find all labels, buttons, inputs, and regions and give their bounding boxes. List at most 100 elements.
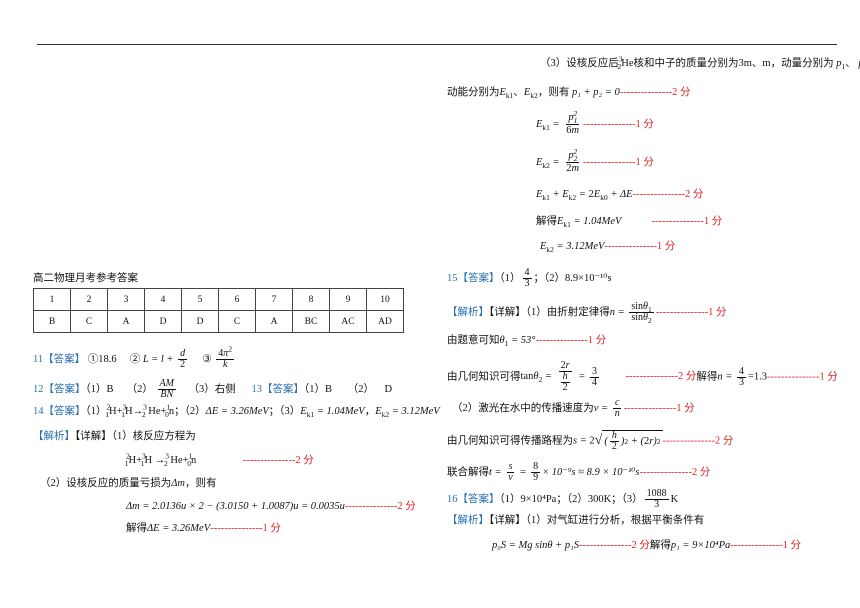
q11-part2-formula: L = l + [142,353,177,365]
q14-reaction-line: 21H+31H →32 He+10n ---------------2 分 [124,451,314,469]
table-cell-answer: BC [292,310,330,333]
q16-frac-num: 1088 [644,488,669,500]
q14-mass-line: Δm = 2.0136u × 2 − (3.0150 + 1.0087)u = … [126,500,416,514]
q14-answer-tag: 【答案】 [43,406,86,417]
q15-a5-score: ---------------2 分 [662,435,734,447]
q15-detail-tag: 【详解】 [489,306,526,318]
table-cell-answer: AD [366,310,404,333]
q14-ek1-result: = 1.04MeV [573,216,622,227]
q15-a4-score: ---------------1 分 [623,402,695,414]
q14-ans3-label: ；（3） [268,406,301,417]
q14-ek1-result-line: 解得Ek1 = 1.04MeV---------------1 分 [536,215,722,229]
table-cell-answer: D [181,310,219,333]
table-cell-answer: C [218,310,256,333]
q14-ek1-symbol: Ek1 [300,406,315,420]
q12-number: 12 [33,383,44,395]
q12-part2-label: （2） [126,383,153,395]
q15-a6: 联合解得 [447,466,489,478]
q14-mass-score: ---------------2 分 [344,501,416,512]
q14-mass-equation: Δm = 2.0136u × 2 − (3.0150 + 1.0087)u = … [126,501,345,512]
q14-p3d: ，则有 [537,87,570,98]
q13-part2-label: （2） [347,383,374,395]
q12-answer-tag: 【答案】 [43,383,86,395]
q14-a1: （1）核反应方程为 [111,431,196,442]
q15-number: 15 [447,272,458,284]
table-cell-answer: C [70,310,108,333]
q14-number: 14 [33,406,44,417]
q13-number: 13 [251,383,262,395]
q13-part2: D [384,383,393,395]
q14-detail-tag: 【详解】 [75,431,112,442]
q15-a2-score: ---------------1 分 [535,335,607,346]
q14-answer-line: 14【答案】（1）21H+31H→32 He+10n；（2）ΔE = 3.26M… [33,402,440,420]
q12-part1: （1）B [85,383,114,395]
header-rule [37,44,837,45]
q14-reaction-equation: 21H+31H →32 He+10n [124,451,197,469]
q11-answer-tag: 【答案】 [43,353,86,365]
q14-p3a: （3）设核反应后 [540,58,619,69]
table-cell-number: 6 [218,288,256,311]
q15-a3-score: ---------------2 分 [625,371,697,383]
q14-solve-line: 解得ΔE = 3.26MeV---------------1 分 [126,522,281,536]
q14-analysis-line: 【解析】【详解】（1）核反应方程为 [33,430,196,444]
q14-ek1-sym2: Ek1 [499,87,514,101]
q14-solve-score: ---------------1 分 [210,523,281,534]
q14-a2b: ，则有 [185,478,217,489]
q14-ans1-label: （1） [85,406,107,417]
q14-a2: （2）设核反应的质量亏损为 [40,478,172,489]
q14-p3-line2: 动能分别为Ek1、Ek2，则有 p₁ + p₂ = 0-------------… [447,87,691,101]
q16-detail-tag: 【详解】 [489,515,526,526]
table-cell-number: 1 [33,288,71,311]
q16-a1-line: 【解析】【详解】（1）对气缸进行分析，根据平衡条件有 [447,514,704,528]
table-cell-number: 5 [181,288,219,311]
q15-n-result: n = [717,371,735,383]
q14-ek2-result-score: ---------------1 分 [604,241,676,252]
table-cell-number: 4 [144,288,182,311]
q16-eq: p₀S = Mg sinθ + p₁S [492,540,580,551]
table-cell-number: 7 [255,288,293,311]
q15-n-symbol: n = [609,306,628,318]
q14-p3b: He核和中子的质量分别为3m、m，动量分别为 [621,58,834,69]
q15-ans-label: （1） [499,272,521,284]
q14-p2-symbol: p2 [858,58,860,69]
q14-delta-m: Δm [171,478,185,489]
q15-tan-eq: tanθ2 = [520,371,555,385]
q14-reaction-score: ---------------2 分 [242,455,314,466]
q16-result: p₁ = 9×10⁴Pa [670,540,731,551]
q14-energy-eq: Ek1 + Ek2 = 2Ek0 + ΔE [536,189,633,203]
q16-eq-score: ---------------2 分 [579,540,650,551]
q15-a1: （1）由折射定律得 [525,306,610,318]
q13-answer-tag: 【答案】 [261,383,304,395]
q15-a2-line: 由题意可知θ1 = 53°---------------1 分 [447,334,606,348]
q14-analysis-tag: 【解析】 [33,431,75,442]
q15-t-value: × 10⁻⁹s ≈ 8.9 × 10⁻¹⁰s [542,466,640,478]
q14-ek1-formula-score: ---------------1 分 [583,118,654,130]
q14-ek2-result-line: Ek2 = 3.12MeV---------------1 分 [540,240,675,254]
q16-ans: （1）9×10⁴Pa；（2）300K；（3） [499,493,643,505]
q14-ek1-result-score: ---------------1 分 [651,216,723,227]
q11-part3-label: ③ [202,353,212,365]
table-cell-answer: B [33,310,71,333]
q15-s-eq: s = 2 [573,435,595,447]
q14-energy-line: Ek1 + Ek2 = 2Ek0 + ΔE---------------2 分 [536,188,703,202]
q12-part3: （3）右侧 [188,383,236,395]
q11-part2-label: ② [129,353,141,365]
table-cell-answer: D [144,310,182,333]
